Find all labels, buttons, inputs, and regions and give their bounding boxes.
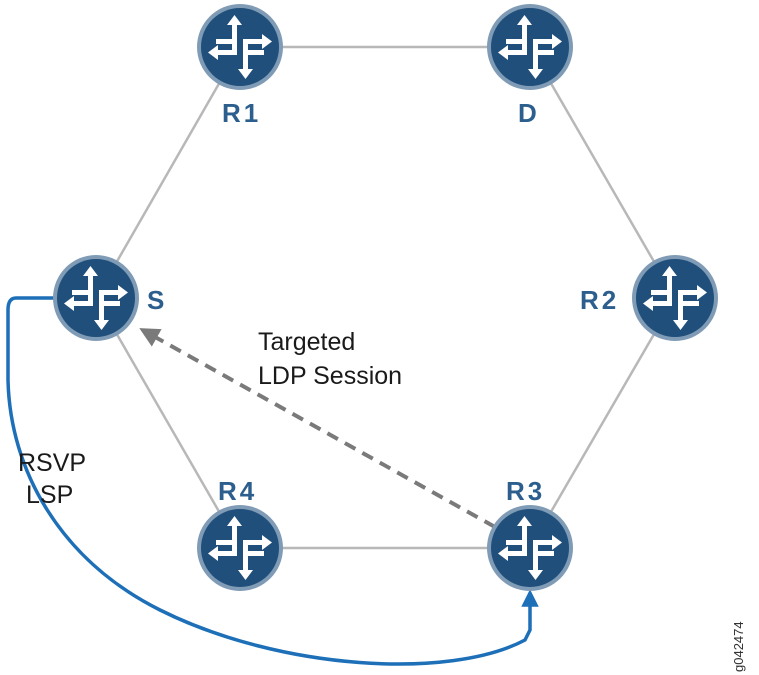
router-node-s[interactable]: S	[53, 255, 167, 341]
router-node-r2[interactable]: R2	[580, 255, 718, 341]
link-r2-r3	[530, 298, 675, 548]
link-s-r1	[96, 47, 240, 298]
router-icon	[491, 8, 569, 86]
router-node-d[interactable]: D	[487, 4, 573, 128]
router-icon	[491, 509, 569, 587]
router-label-r4: R4	[218, 476, 257, 506]
router-label-r1: R1	[222, 98, 261, 128]
rsvp-lsp-label-line1: RSVP	[18, 449, 86, 477]
router-label-d: D	[518, 98, 540, 128]
router-node-r1[interactable]: R1	[197, 4, 283, 128]
rsvp-lsp-label-line2: LSP	[26, 481, 73, 509]
router-node-r3[interactable]: R3	[487, 476, 573, 591]
router-icon	[201, 509, 279, 587]
ldp-session-label-line1: Targeted	[258, 328, 355, 356]
router-icon	[57, 259, 135, 337]
router-icon	[636, 259, 714, 337]
router-label-s: S	[147, 285, 167, 315]
router-icon	[201, 8, 279, 86]
ldp-session-label-line2: LDP Session	[258, 362, 402, 390]
link-d-r2	[530, 47, 675, 298]
router-label-r2: R2	[580, 285, 619, 315]
link-r4-s	[96, 298, 240, 548]
router-label-r3: R3	[506, 476, 545, 506]
figure-id: g042474	[731, 621, 746, 672]
